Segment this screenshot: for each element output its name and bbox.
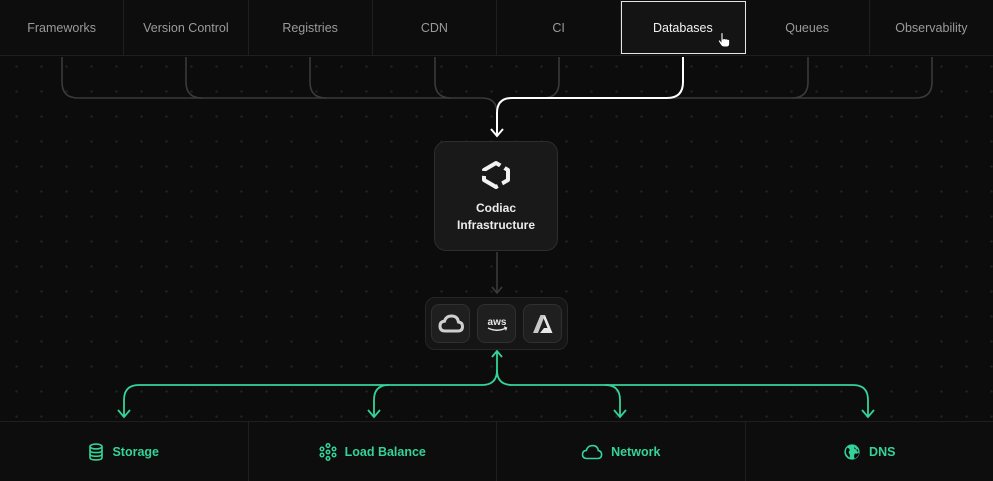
service-label: Network — [611, 445, 660, 459]
codiac-logo-icon — [480, 160, 512, 190]
tab-queues[interactable]: Queues — [746, 0, 870, 55]
tab-label: Observability — [895, 21, 967, 35]
category-tabs: Frameworks Version Control Registries CD… — [0, 0, 993, 56]
tab-databases[interactable]: Databases — [621, 1, 745, 54]
tab-label: Frameworks — [27, 21, 96, 35]
cloud-icon — [581, 444, 603, 460]
service-load-balance[interactable]: Load Balance — [249, 422, 498, 481]
tab-label: Queues — [785, 21, 829, 35]
service-dns[interactable]: DNS — [746, 422, 993, 481]
aws-icon: aws — [483, 314, 511, 334]
tab-version-control[interactable]: Version Control — [124, 0, 248, 55]
tab-label: Databases — [653, 21, 713, 35]
provider-google-cloud[interactable] — [431, 304, 470, 343]
tab-cdn[interactable]: CDN — [373, 0, 497, 55]
provider-aws[interactable]: aws — [477, 304, 516, 343]
cloud-providers-group: aws — [425, 297, 568, 350]
azure-icon — [532, 314, 554, 334]
tab-registries[interactable]: Registries — [249, 0, 373, 55]
aws-logo-text: aws — [487, 317, 506, 328]
tab-label: CDN — [421, 21, 448, 35]
service-label: DNS — [869, 445, 895, 459]
services-bar: Storage Load Balance Network — [0, 421, 993, 481]
load-balance-icon — [319, 443, 337, 461]
tab-ci[interactable]: CI — [497, 0, 621, 55]
service-storage[interactable]: Storage — [0, 422, 249, 481]
google-cloud-icon — [438, 314, 464, 334]
codiac-infrastructure-card[interactable]: Codiac Infrastructure — [434, 141, 558, 251]
tab-label: Version Control — [143, 21, 228, 35]
service-label: Storage — [112, 445, 159, 459]
provider-azure[interactable] — [523, 304, 562, 343]
service-label: Load Balance — [345, 445, 426, 459]
globe-icon — [843, 443, 861, 461]
tab-label: CI — [552, 21, 565, 35]
tab-frameworks[interactable]: Frameworks — [0, 0, 124, 55]
card-title: Codiac Infrastructure — [446, 200, 546, 234]
tab-label: Registries — [282, 21, 338, 35]
database-icon — [88, 443, 104, 461]
service-network[interactable]: Network — [497, 422, 746, 481]
pointer-hand-icon — [717, 32, 731, 48]
tab-observability[interactable]: Observability — [870, 0, 993, 55]
